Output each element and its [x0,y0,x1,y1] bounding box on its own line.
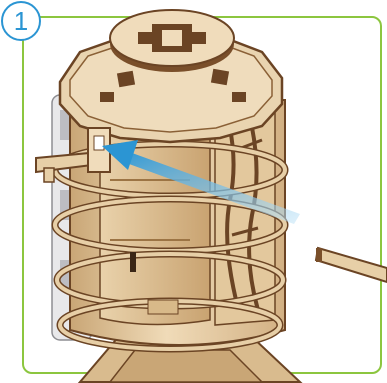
step-number: 1 [14,8,28,34]
loose-part [316,248,387,282]
step-number-badge: 1 [1,1,41,41]
top-knob [110,10,234,72]
